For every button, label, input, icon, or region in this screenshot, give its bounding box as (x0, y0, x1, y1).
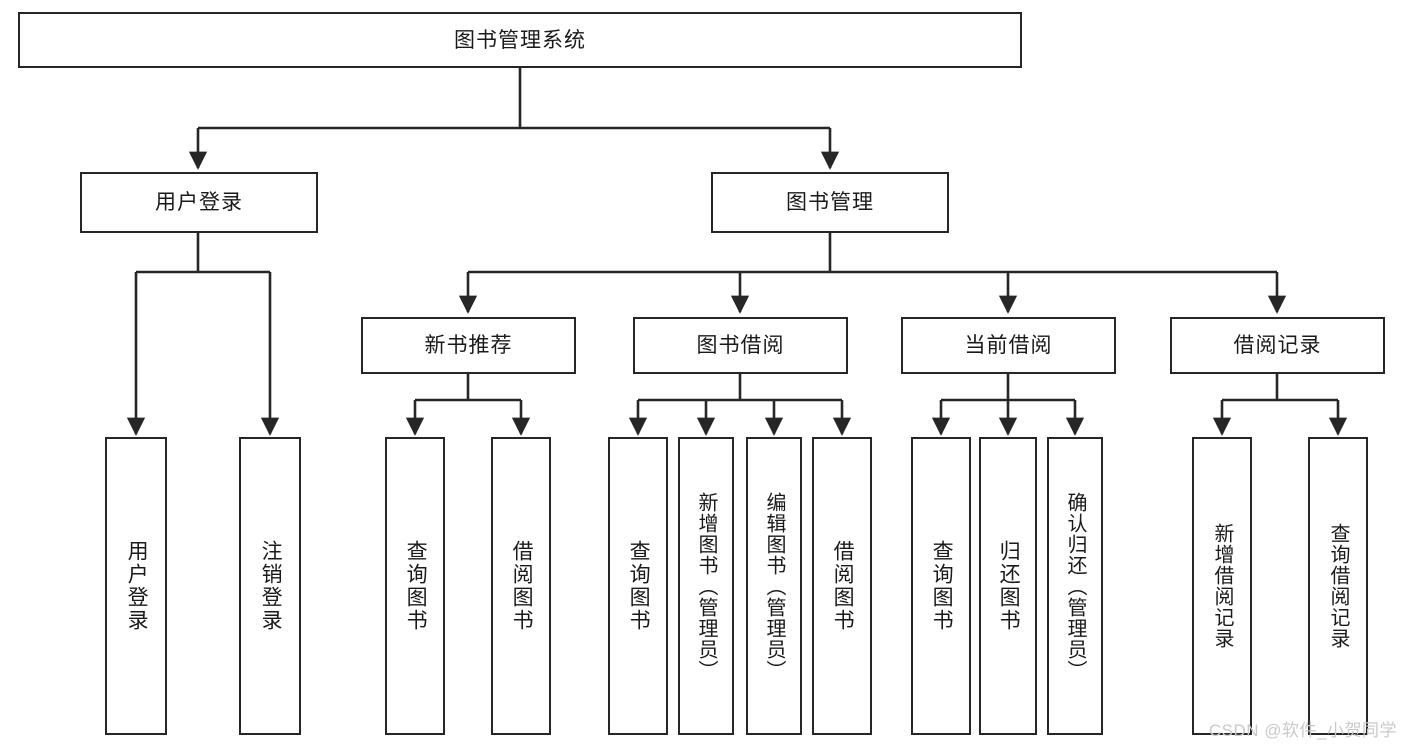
node-leaf-query-book-3-label: 查询图书 (930, 540, 954, 632)
node-root[interactable]: 图书管理系统 (18, 12, 1022, 68)
node-book-borrow-label: 图书借阅 (696, 334, 785, 357)
csdn-watermark: CSDN @软件_小贺同学 (1208, 721, 1397, 740)
node-leaf-query-record-label: 查询借阅记录 (1327, 523, 1349, 649)
node-root-label: 图书管理系统 (454, 28, 586, 52)
node-leaf-user-logout[interactable]: 注销登录 (239, 437, 301, 735)
node-current-borrow-label: 当前借阅 (964, 334, 1053, 357)
node-leaf-query-book-2-label: 查询图书 (627, 540, 651, 632)
node-leaf-query-record[interactable]: 查询借阅记录 (1308, 437, 1368, 735)
node-user-login-label: 用户登录 (155, 191, 243, 214)
node-leaf-add-book-label: 新增图书（管理员） (695, 491, 717, 681)
node-leaf-add-record-label: 新增借阅记录 (1211, 523, 1233, 649)
node-leaf-add-record[interactable]: 新增借阅记录 (1192, 437, 1252, 735)
node-new-book-rec[interactable]: 新书推荐 (361, 317, 576, 374)
node-leaf-query-book-3[interactable]: 查询图书 (911, 437, 971, 735)
node-new-book-rec-label: 新书推荐 (424, 334, 513, 357)
node-leaf-query-book-1-label: 查询图书 (404, 540, 428, 632)
node-leaf-user-login-label: 用户登录 (125, 540, 149, 632)
node-leaf-confirm-return-label: 确认归还（管理员） (1064, 491, 1086, 681)
node-leaf-confirm-return[interactable]: 确认归还（管理员） (1047, 437, 1103, 735)
node-user-login[interactable]: 用户登录 (80, 172, 318, 233)
node-leaf-borrow-book-1[interactable]: 借阅图书 (491, 437, 551, 735)
node-leaf-edit-book-label: 编辑图书（管理员） (763, 491, 785, 681)
node-book-borrow[interactable]: 图书借阅 (633, 317, 848, 374)
node-borrow-record-label: 借阅记录 (1233, 334, 1322, 357)
node-leaf-borrow-book-2-label: 借阅图书 (831, 540, 855, 632)
node-leaf-return-book-label: 归还图书 (997, 540, 1021, 632)
node-leaf-borrow-book-2[interactable]: 借阅图书 (812, 437, 872, 735)
node-leaf-return-book[interactable]: 归还图书 (979, 437, 1037, 735)
node-leaf-edit-book[interactable]: 编辑图书（管理员） (746, 437, 802, 735)
node-current-borrow[interactable]: 当前借阅 (901, 317, 1116, 374)
node-book-manage[interactable]: 图书管理 (711, 172, 949, 233)
node-leaf-user-login[interactable]: 用户登录 (105, 437, 167, 735)
node-leaf-borrow-book-1-label: 借阅图书 (510, 540, 534, 632)
node-leaf-add-book[interactable]: 新增图书（管理员） (678, 437, 734, 735)
node-borrow-record[interactable]: 借阅记录 (1170, 317, 1385, 374)
node-book-manage-label: 图书管理 (786, 191, 874, 214)
node-leaf-query-book-1[interactable]: 查询图书 (385, 437, 445, 735)
node-leaf-query-book-2[interactable]: 查询图书 (608, 437, 668, 735)
node-leaf-user-logout-label: 注销登录 (259, 540, 283, 632)
